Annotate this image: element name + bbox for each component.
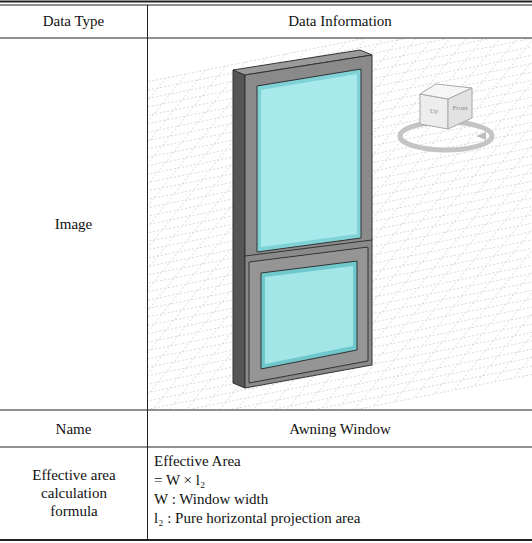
formula-line: l₂ : Pure horizontal projection area <box>154 509 530 527</box>
formula-line: Effective Area <box>154 452 530 470</box>
grid-line <box>148 39 386 409</box>
grid-line <box>494 39 532 382</box>
grid-line <box>148 74 186 409</box>
grid-line <box>148 39 406 409</box>
header-cell: Data Information <box>148 12 532 30</box>
grid-line <box>148 78 166 409</box>
grid-line <box>148 39 466 409</box>
formula-line: = W × l₂ <box>154 471 530 489</box>
cell-text: Awning Window <box>148 420 532 438</box>
grid-line <box>148 62 246 409</box>
grid-line <box>514 39 532 378</box>
grid-line <box>174 39 526 409</box>
grid-line <box>354 39 532 409</box>
grid-line <box>254 39 532 409</box>
row-heading: Name <box>0 420 147 438</box>
row-heading: Image <box>0 215 147 233</box>
view-cube-label: Front <box>448 104 472 112</box>
grid-line <box>214 39 532 409</box>
header-cell: Data Type <box>0 12 147 30</box>
grid-line <box>194 39 532 409</box>
row-heading: Effective area calculation formula <box>18 466 130 520</box>
formula-line: W : Window width <box>154 490 530 508</box>
awning-window <box>233 50 372 388</box>
grid-line <box>148 262 532 409</box>
view-cube <box>420 84 472 129</box>
grid-line <box>148 252 532 409</box>
grid-line <box>148 66 226 409</box>
grid-line <box>148 232 532 408</box>
grid-floor <box>148 39 532 409</box>
view-cube-arrow <box>476 132 486 140</box>
grid-line <box>148 242 532 409</box>
grid-line <box>148 39 426 409</box>
grid-line <box>154 39 506 409</box>
view-cube-label: Up <box>420 107 448 115</box>
